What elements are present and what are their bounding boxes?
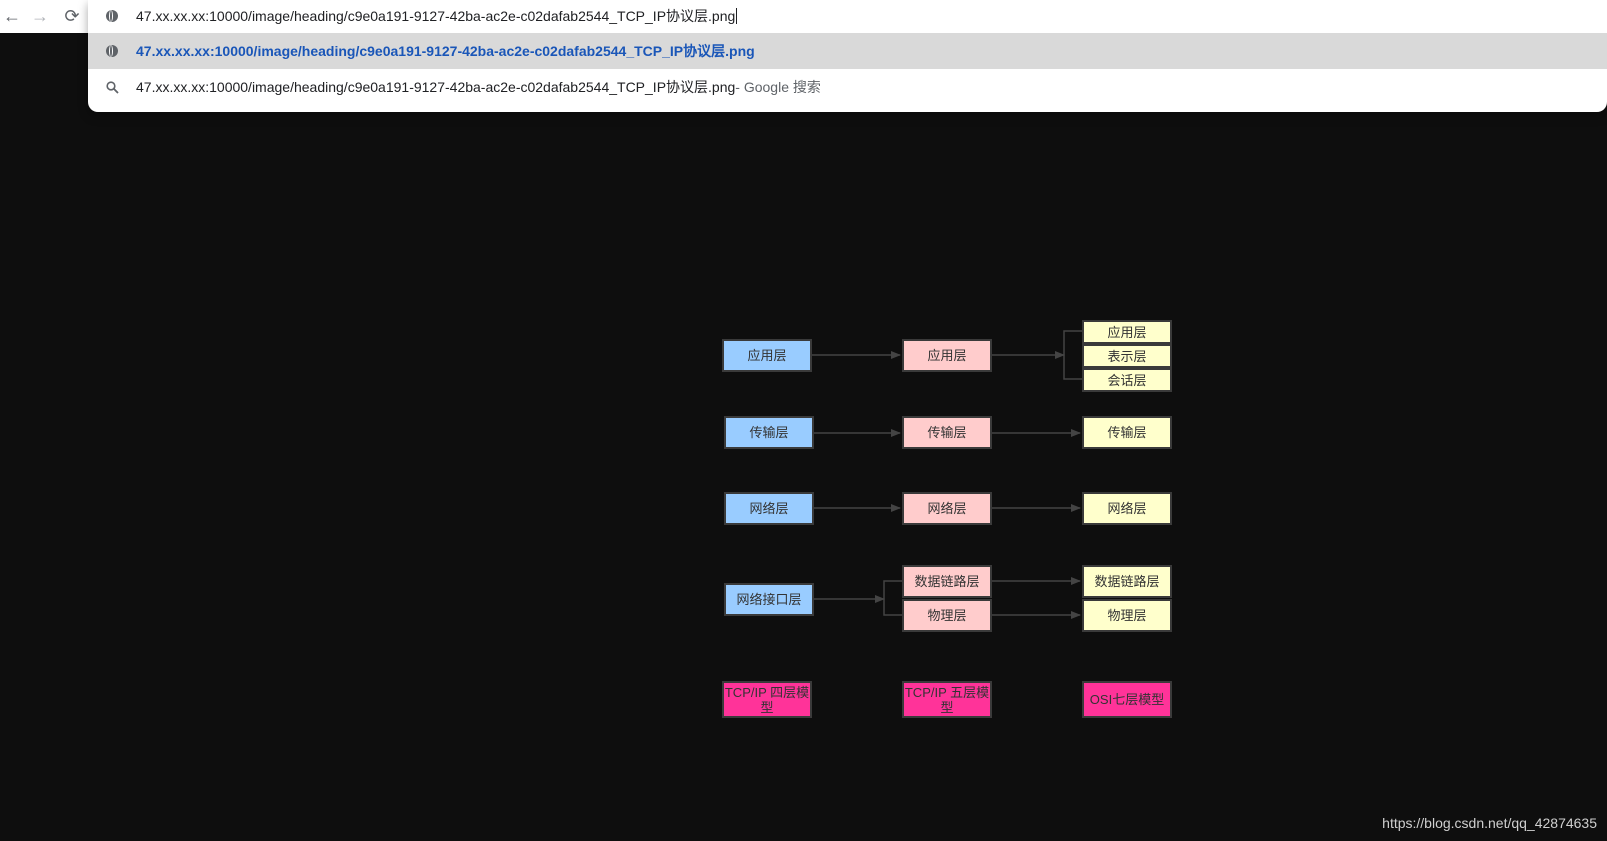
- tcpip4-application-layer: 应用层: [722, 339, 812, 372]
- osi7-presentation-layer: 表示层: [1082, 344, 1172, 368]
- omnibox-suggestion-url[interactable]: 47.xx.xx.xx:10000/image/heading/c9e0a191…: [88, 33, 1607, 69]
- tcpip5-transport-layer: 传输层: [902, 416, 992, 449]
- tcpip4-caption: TCP/IP 四层模型: [722, 681, 812, 718]
- osi7-network-layer: 网络层: [1082, 492, 1172, 525]
- tcpip5-application-layer: 应用层: [902, 339, 992, 372]
- forward-button[interactable]: →: [28, 4, 52, 28]
- osi7-physical-layer: 物理层: [1082, 599, 1172, 632]
- bracket-tcp5-lower: [883, 580, 902, 616]
- suggestion-url-text: 47.xx.xx.xx:10000/image/heading/c9e0a191…: [136, 43, 755, 59]
- back-arrow-icon: ←: [3, 5, 21, 26]
- reload-button[interactable]: ⟳: [60, 4, 84, 28]
- tcpip5-network-layer: 网络层: [902, 492, 992, 525]
- tcpip4-transport-layer: 传输层: [724, 416, 814, 449]
- tcpip4-netif-layer: 网络接口层: [724, 583, 814, 616]
- omnibox-input-text: 47.xx.xx.xx:10000/image/heading/c9e0a191…: [136, 8, 736, 24]
- reload-icon: ⟳: [64, 5, 80, 26]
- suggestion-search-text: 47.xx.xx.xx:10000/image/heading/c9e0a191…: [136, 79, 736, 95]
- globe-icon: [106, 10, 118, 22]
- osi7-datalink-layer: 数据链路层: [1082, 565, 1172, 598]
- osi7-session-layer: 会话层: [1082, 368, 1172, 392]
- tcpip4-network-layer: 网络层: [724, 492, 814, 525]
- text-caret: [736, 8, 738, 24]
- osi7-application-layer: 应用层: [1082, 320, 1172, 344]
- osi7-caption: OSI七层模型: [1082, 681, 1172, 718]
- osi7-transport-layer: 传输层: [1082, 416, 1172, 449]
- omnibox-suggestion-search[interactable]: 47.xx.xx.xx:10000/image/heading/c9e0a191…: [88, 69, 1607, 105]
- search-icon: [105, 80, 119, 94]
- forward-arrow-icon: →: [31, 5, 49, 26]
- suggestion-search-suffix: - Google 搜索: [735, 79, 821, 95]
- watermark: https://blog.csdn.net/qq_42874635: [1382, 815, 1597, 831]
- back-button[interactable]: ←: [0, 4, 24, 28]
- tcpip5-caption: TCP/IP 五层模型: [902, 681, 992, 718]
- omnibox-input[interactable]: 47.xx.xx.xx:10000/image/heading/c9e0a191…: [88, 0, 1607, 32]
- omnibox-dropdown: 47.xx.xx.xx:10000/image/heading/c9e0a191…: [88, 0, 1607, 112]
- bracket-osi-upper: [1063, 330, 1082, 380]
- globe-icon: [106, 45, 118, 57]
- tcpip5-datalink-layer: 数据链路层: [902, 565, 992, 598]
- tcpip5-physical-layer: 物理层: [902, 599, 992, 632]
